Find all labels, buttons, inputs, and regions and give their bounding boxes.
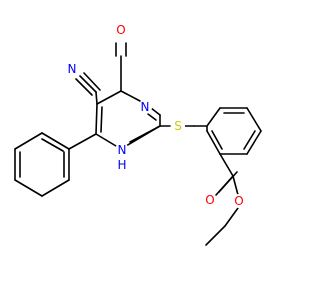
atom-label-ester_o_carbonyl: O [205,193,214,207]
atom-ester_o_carbonyl: O [203,193,217,207]
atom-label-cyano_n: N [68,62,77,76]
atom-label-ring_nh_h: H [117,158,126,172]
atom-ring_n3: N [138,100,152,114]
atom-thioether_s: S [171,119,185,133]
bond-lines [14,42,262,246]
atom-label-carbonyl_o: O [116,23,125,37]
atom-cyano_n: N [65,62,79,76]
atom-ester_o_ether: O [232,194,246,208]
atom-label-ring_nh: N [118,143,127,157]
atom-label-thioether_s: S [174,119,182,133]
atom-label-ester_o_ether: O [234,194,243,208]
atom-label-ring_n3: N [141,100,150,114]
atom-ring_nh: N [115,143,129,157]
atom-carbonyl_o: O [114,23,128,37]
atom-ring_nh_h: H [115,158,129,172]
